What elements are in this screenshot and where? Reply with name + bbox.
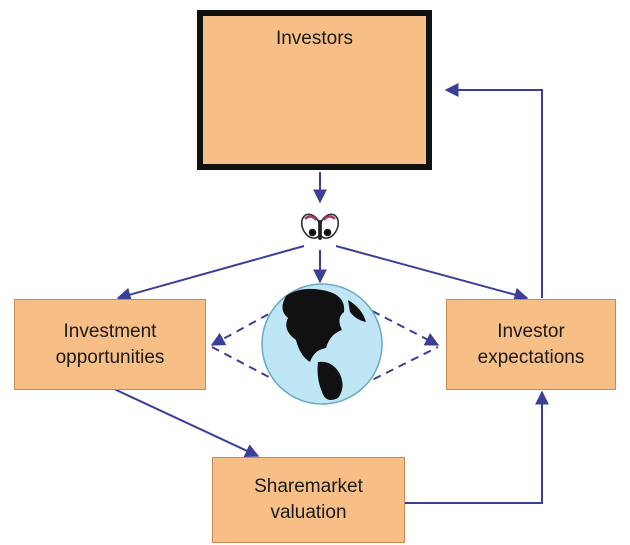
arrow-butterfly-to-expectations: [335, 245, 529, 302]
investors-box: Investors: [197, 10, 432, 170]
investor-expectations-label-line2: expectations: [477, 346, 585, 368]
dashed-link-top: [210, 283, 440, 346]
dashed-link-bottom: [211, 346, 439, 407]
arrow-sharemarket-to-expectations: [405, 390, 549, 504]
investor-expectations-label-line1: Investor: [497, 320, 565, 342]
sharemarket-valuation-label-line1: Sharemarket: [254, 476, 363, 498]
arrow-expectations-to-investors: [444, 83, 543, 298]
investor-expectations-box: Investor expectations: [446, 299, 616, 390]
investment-opportunities-label-line1: Investment: [63, 320, 157, 342]
arrow-butterfly-to-opportunities: [116, 245, 305, 302]
arrow-opportunities-to-sharemarket: [111, 387, 260, 458]
sharemarket-valuation-label-line2: valuation: [270, 502, 347, 523]
investment-opportunities-label-line2: opportunities: [55, 346, 165, 368]
globe-icon: [261, 283, 383, 405]
investors-label: Investors: [275, 28, 354, 49]
butterfly-icon: [296, 209, 344, 243]
investment-opportunities-box: Investment opportunities: [14, 299, 206, 390]
sharemarket-valuation-box: Sharemarket valuation: [212, 457, 405, 543]
